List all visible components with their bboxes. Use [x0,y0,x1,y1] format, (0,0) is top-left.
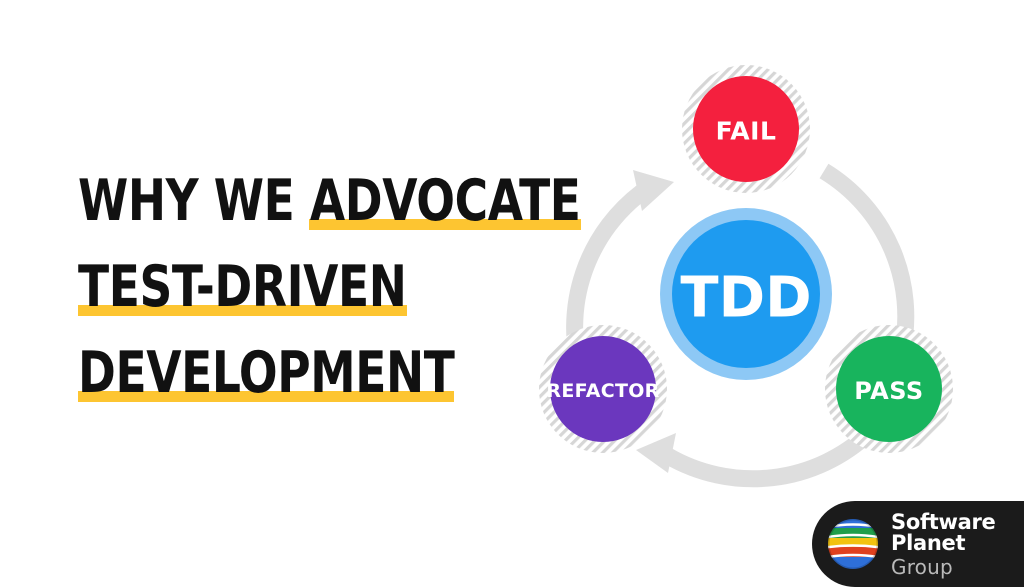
brand-wordmark: Software Planet Group [891,509,1024,579]
headline-line-1: WHY WE ADVOCATE [78,156,581,242]
headline-text-1: WHY WE ADVOCATE [78,168,581,234]
headline-text-3: DEVELOPMENT [78,340,455,406]
node-refactor-label: REFACTOR [546,380,659,402]
brand-subtitle: Group [891,554,953,579]
headline-highlight-2 [78,305,407,316]
node-tdd-center[interactable]: TDD [660,208,832,380]
node-refactor[interactable]: REFACTOR [539,325,667,453]
node-fail-circle [693,76,799,182]
node-tdd-label: TDD [680,266,811,331]
node-pass-label: PASS [854,377,923,405]
headline-text-2: TEST-DRIVEN [78,254,407,320]
headline-line-2: TEST-DRIVEN [78,242,548,328]
brand-name: Software Planet [891,509,996,555]
node-refactor-circle [550,336,656,442]
headline-highlight-3 [78,391,455,402]
headline-highlight-1 [309,219,581,230]
headline-line-3: DEVELOPMENT [78,328,548,414]
tdd-cycle-diagram: FAIL PASS REFACTOR TDD [516,52,976,492]
node-pass[interactable]: PASS [825,325,953,453]
arrow-pass-to-refactor [636,426,875,488]
brand-logo[interactable]: Software Planet Group [812,501,1024,587]
node-tdd-circle [672,220,820,368]
globe-icon [828,519,878,569]
node-pass-circle [836,336,942,442]
node-fail[interactable]: FAIL [682,65,810,193]
page-title: WHY WE ADVOCATE TEST-DRIVEN DEVELOPMENT [78,156,581,414]
node-fail-label: FAIL [716,117,777,146]
